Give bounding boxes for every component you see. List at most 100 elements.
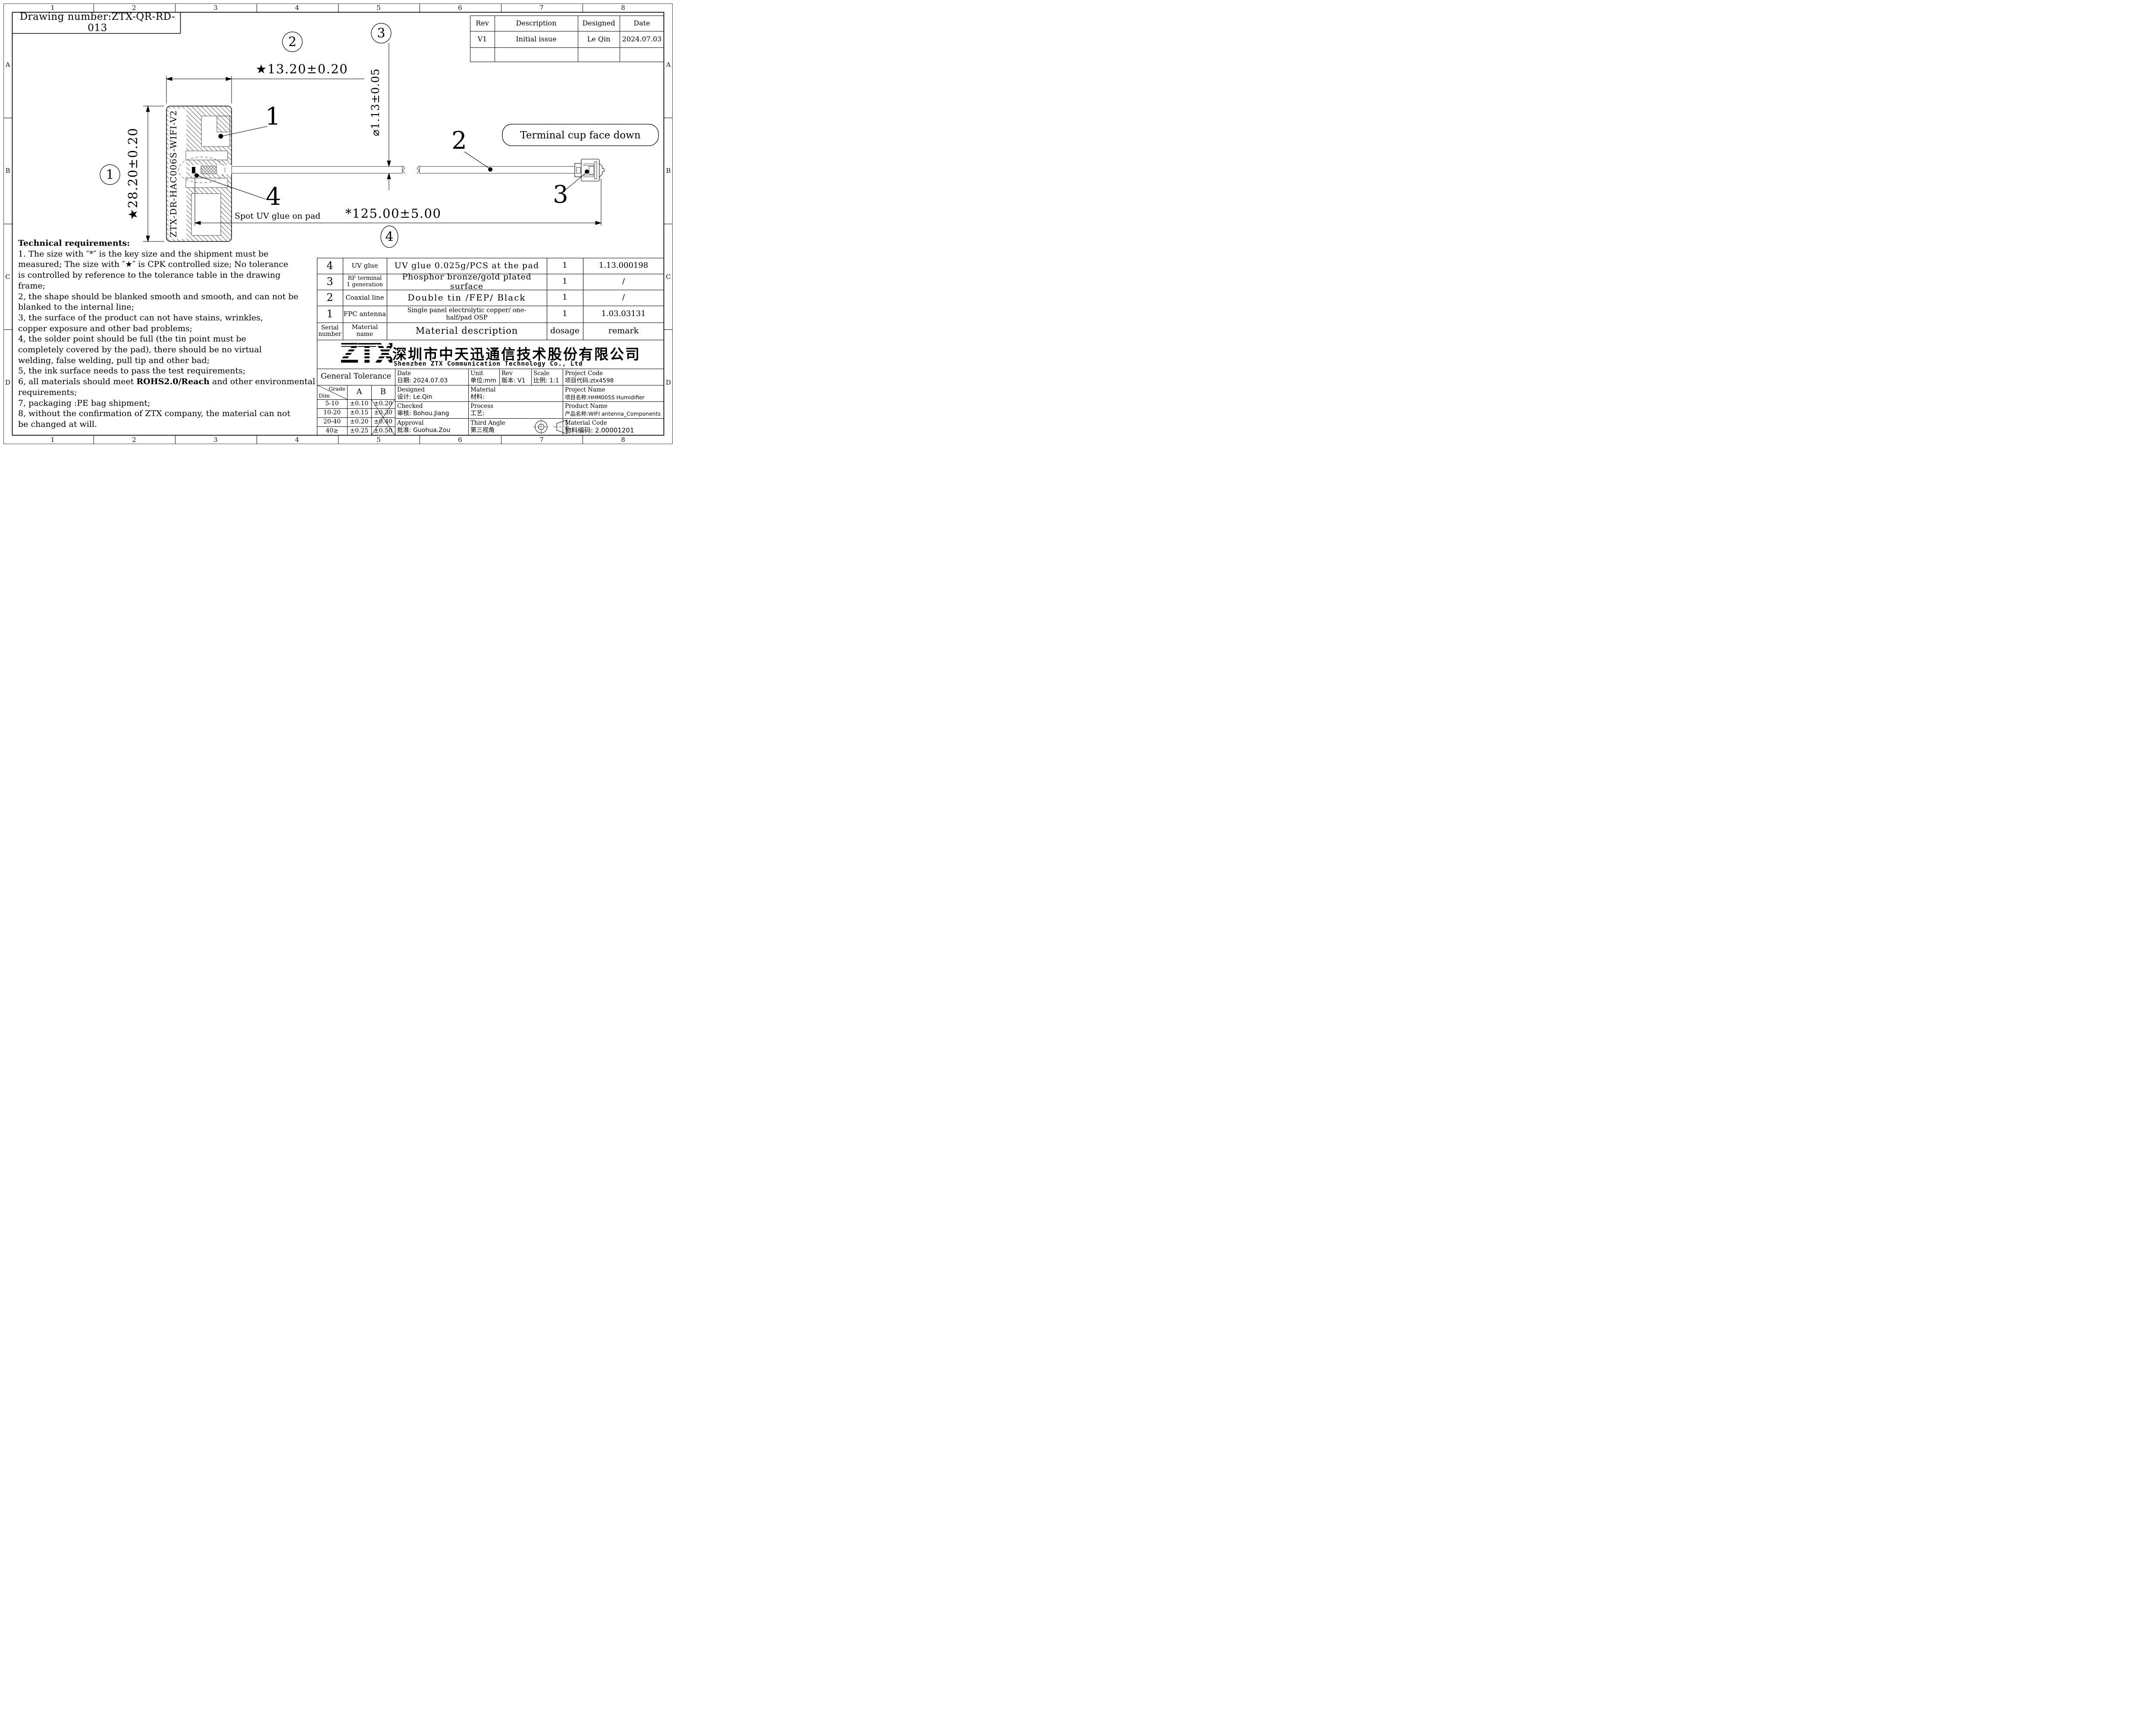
cell-product-name: Product Name 产品名称:WIFI antenna_Component…	[563, 401, 664, 418]
tech-req-line: 1. The size with ″*″ is the key size and…	[18, 249, 269, 259]
unit-label: Unit	[470, 370, 483, 377]
cell-third-angle: Third Angle 第三视角	[468, 418, 520, 435]
process-label: Process	[470, 403, 494, 410]
solder-detail-ellipse	[178, 157, 226, 183]
tolerance-b-cross	[371, 399, 395, 436]
tech-req-line: welding, false welding, pull tip and oth…	[18, 355, 210, 365]
tolerance-a: ±0.10	[350, 400, 369, 407]
position-numbers: 1 2 3 4	[265, 103, 568, 211]
col-label: 3	[213, 436, 218, 444]
drawing-canvas: 1 2 3 4 5 6 7 8 1 2 3 4 5 6 7 8 A B C D …	[3, 3, 673, 444]
tech-req-line: 7, packaging :PE bag shipment;	[18, 398, 150, 408]
cell-approval: Approval 批准: Guohua.Zou	[395, 418, 468, 435]
solder-pad	[192, 167, 195, 173]
designed-label: Designed	[397, 386, 425, 393]
balloon-1: 1	[106, 167, 114, 182]
bom-remark: 1.03.03131	[601, 309, 646, 319]
tolerance-b: ±0.40	[374, 418, 392, 425]
third-angle-symbol	[533, 419, 570, 435]
dim-height-text: ★28.20±0.20	[125, 128, 140, 220]
tech-req-line: completely covered by the pad), there sh…	[18, 345, 262, 355]
third-angle-value: 第三视角	[470, 427, 495, 434]
bom-header-dosage: dosage	[550, 326, 580, 336]
bom-desc: Single panel electrolytic copper/ one-ha…	[407, 307, 526, 321]
dim-width-lines	[166, 76, 364, 103]
scale-label: Scale	[533, 370, 550, 377]
col-label: 2	[132, 436, 136, 444]
tolerance-dim-label: Dim	[319, 392, 330, 399]
scale-value: 比例: 1:1	[533, 377, 559, 384]
logo-stripes	[336, 345, 390, 360]
date-value: 日期: 2024.07.03	[397, 377, 448, 384]
bom-name: RF terminal 1 generation	[346, 275, 383, 288]
bom-desc: Double tin /FEP/ Black	[407, 292, 526, 303]
drawing-number-box	[12, 12, 181, 34]
col-label: 4	[295, 436, 299, 444]
position-4: 4	[266, 183, 281, 211]
dim-length-arrows	[194, 221, 602, 225]
tech-req-line: frame;	[18, 281, 46, 291]
tolerance-grade-label: Grade	[329, 385, 345, 392]
bom-serial: 1	[326, 308, 333, 320]
bom-dosage: 1	[562, 309, 567, 319]
rev-cell-description: Initial issue	[516, 35, 557, 44]
company-name-cn: 深圳市中天迅通信技术股份有限公司	[392, 346, 641, 363]
tech-req-line: be changed at will.	[18, 419, 97, 429]
bom-name: Coaxial line	[345, 294, 384, 302]
bom-name: UV glue	[351, 262, 378, 270]
tech-req-title: Technical requirements:	[18, 238, 130, 248]
bom-serial: 3	[326, 276, 333, 288]
company-logo: ZTX	[336, 340, 392, 369]
dimension-balloons: 1 2 3 4	[100, 23, 398, 248]
bom-serial: 2	[326, 291, 333, 304]
col-label: 4	[295, 4, 299, 12]
date-label: Date	[397, 370, 411, 377]
checked-label: Checked	[397, 403, 423, 410]
technical-requirements: Technical requirements: 1. The size with…	[18, 238, 323, 430]
bom-remark: /	[622, 293, 625, 302]
cable-break-marks	[402, 165, 420, 174]
position-3: 3	[553, 181, 568, 209]
dim-height-lines	[143, 106, 164, 242]
coax-cable	[231, 165, 575, 174]
bom-header-desc: Material description	[415, 326, 518, 336]
dim-height-arrows	[146, 105, 150, 242]
row-label: B	[666, 167, 671, 175]
tolerance-dim: 20-40	[323, 418, 341, 425]
rev-table-header-description: Description	[516, 19, 557, 28]
third-angle-label: Third Angle	[470, 420, 505, 426]
bom-header-serial: Serial number	[318, 324, 342, 338]
bom-remark: 1.13.000198	[599, 261, 649, 270]
rev-label: Rev	[501, 370, 513, 377]
tech-req-line: 2, the shape should be blanked smooth an…	[18, 291, 298, 301]
rohs-pre: 6, all materials should meet	[18, 377, 137, 387]
tolerance-a: ±0.25	[350, 427, 369, 434]
col-label: 3	[213, 4, 218, 12]
checked-value: 审核: Bohou.Jiang	[397, 410, 449, 417]
sheet-frame	[3, 3, 673, 444]
balloon-2: 2	[288, 34, 296, 50]
bom-desc: Phosphor bronze/gold plated surface	[402, 272, 532, 291]
col-label: 7	[539, 436, 544, 444]
cell-unit: Unit 单位:mm	[468, 369, 499, 385]
row-label: A	[5, 61, 10, 69]
position-dots	[194, 134, 589, 178]
product-name-value: 产品名称:WIFI antenna_Components	[565, 410, 661, 417]
tech-req-line: 3, the surface of the product can not ha…	[18, 313, 263, 323]
rohs-bold: ROHS2.0/Reach	[136, 377, 210, 387]
tech-req-line: measured; The size with ″★″ is CPK contr…	[18, 260, 288, 269]
bom-dosage: 1	[562, 293, 567, 302]
bom-remark: /	[622, 277, 625, 286]
cell-designed: Designed 设计: Le.Qin	[395, 385, 468, 401]
position-1: 1	[265, 103, 281, 131]
col-label: 6	[458, 4, 462, 12]
tech-req-line-rohs: 6, all materials should meet ROHS2.0/Rea…	[18, 376, 323, 387]
terminal-callout: Terminal cup face down	[502, 124, 659, 146]
bom-name: FPC antenna	[343, 310, 386, 318]
dim-length-text: *125.00±5.00	[345, 206, 442, 221]
cell-date: Date 日期: 2024.07.03	[395, 369, 468, 385]
bom-grid	[317, 257, 664, 435]
tolerance-b: ±0.20	[374, 400, 392, 407]
tolerance-corner-cell: Grade Dim	[317, 385, 347, 399]
tech-req-line: 8, without the confirmation of ZTX compa…	[18, 409, 291, 419]
